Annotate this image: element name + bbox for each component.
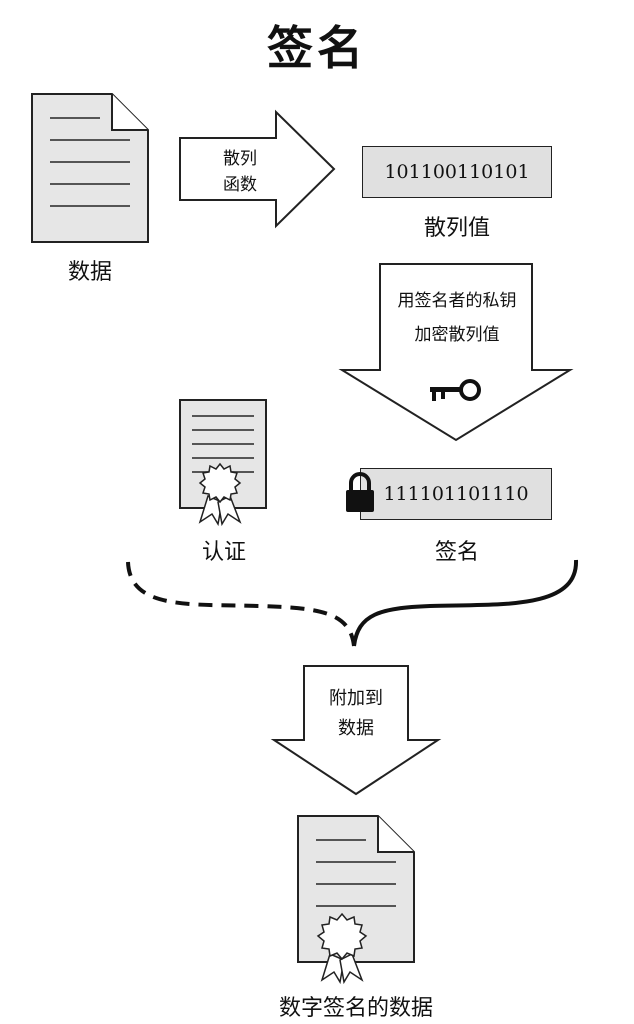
attach-arrow <box>270 665 442 796</box>
merge-brace <box>126 559 579 647</box>
signed-document-icon <box>297 815 415 985</box>
key-icon <box>430 379 481 401</box>
hash-function-label: 散列 函数 <box>223 149 257 195</box>
data-document-icon <box>31 93 149 243</box>
signed-data-label: 数字签名的数据 <box>278 996 433 1021</box>
data-label: 数据 <box>67 260 112 285</box>
signature-label: 签名 <box>434 540 479 565</box>
attach-step-label: 附加到 数据 <box>329 688 383 739</box>
hash-value-label: 散列值 <box>423 216 490 241</box>
diagram-title: 签名 <box>267 21 367 75</box>
encrypt-step-label: 用签名者的私钥 加密散列值 <box>397 291 517 345</box>
certificate-label: 认证 <box>201 540 246 565</box>
encrypt-arrow <box>338 263 574 442</box>
hash-function-arrow <box>179 109 336 229</box>
hash-value-box: 101100110101 <box>362 146 552 198</box>
lock-icon <box>346 472 374 512</box>
certificate-icon <box>179 399 267 527</box>
signature-box: 111101101110 <box>360 468 552 520</box>
